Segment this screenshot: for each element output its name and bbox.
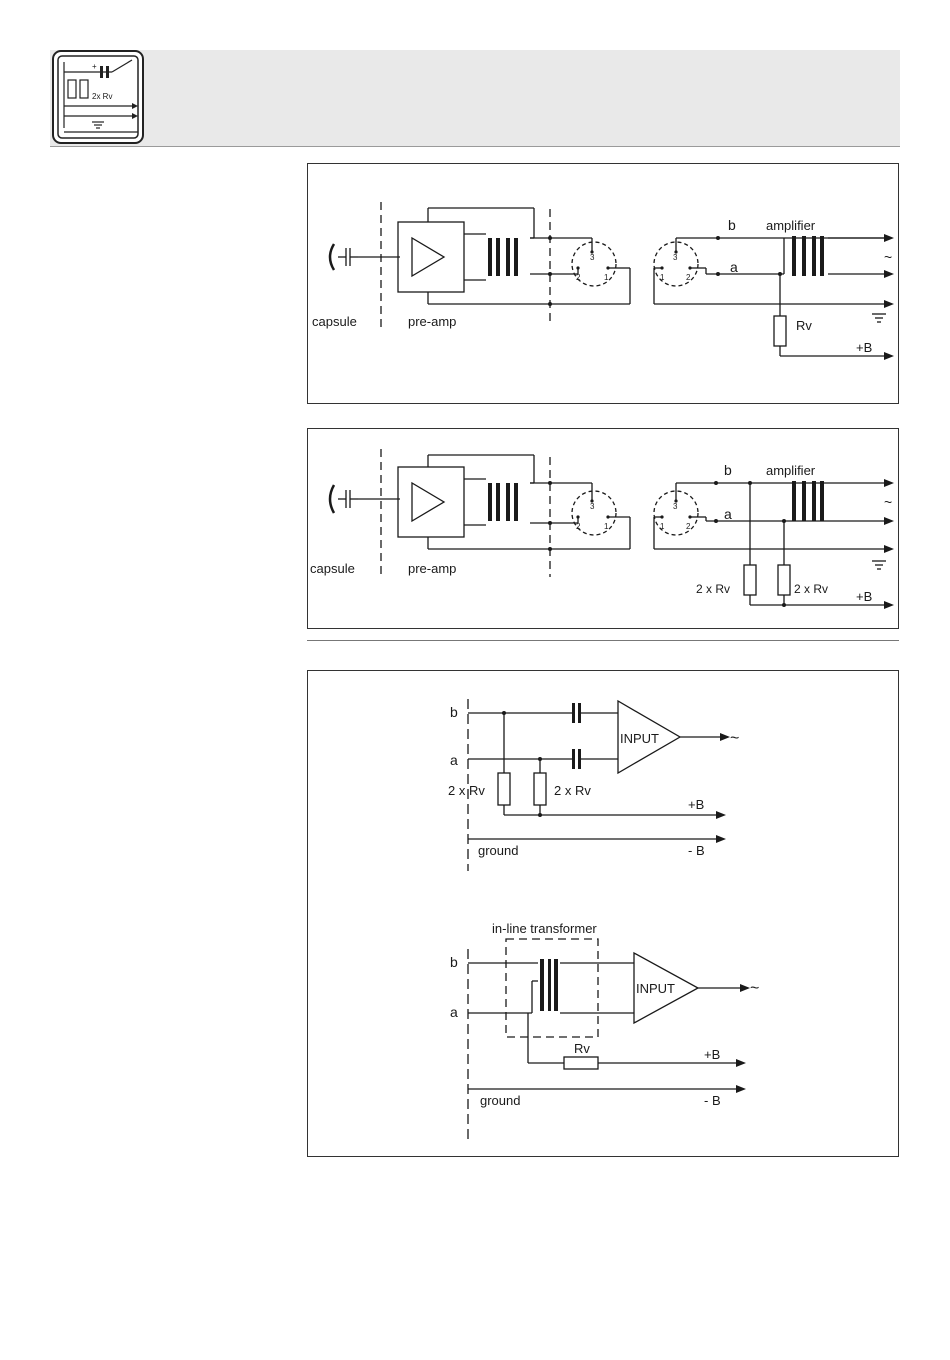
transformer-label: in-line transformer bbox=[492, 921, 597, 936]
line-b-label: b bbox=[450, 704, 458, 720]
pin-label: 2 bbox=[576, 522, 581, 531]
diagram-panel-3: b a INPUT ~ 2 x Rv 2 x Rv +B ground - B … bbox=[307, 670, 899, 1157]
pin-label: 2 bbox=[576, 273, 581, 282]
line-b-label: b bbox=[724, 462, 732, 478]
ground-label: ground bbox=[480, 1093, 520, 1108]
input-circuits-diagram: b a INPUT ~ 2 x Rv 2 x Rv +B ground - B … bbox=[308, 671, 898, 1156]
pin-label: 3 bbox=[590, 253, 595, 262]
input-label: INPUT bbox=[636, 981, 675, 996]
pin-label: 1 bbox=[660, 522, 665, 531]
phantom-circuit-diagram-1: capsule pre-amp amplifier b a Rv +B ~ 3 … bbox=[308, 164, 898, 403]
pin-label: 3 bbox=[590, 502, 595, 511]
pin-label: 2 bbox=[686, 522, 691, 531]
phantom-circuit-diagram-2: capsule pre-amp amplifier b a 2 x Rv 2 x… bbox=[308, 429, 898, 628]
header-bar bbox=[50, 50, 900, 147]
output-tilde-label: ~ bbox=[884, 494, 892, 510]
logo-plus: + bbox=[92, 62, 97, 71]
input-label: INPUT bbox=[620, 731, 659, 746]
line-b-label: b bbox=[450, 954, 458, 970]
preamp-label: pre-amp bbox=[408, 314, 456, 329]
capsule-label: capsule bbox=[310, 561, 355, 576]
rv1-label: 2 x Rv bbox=[696, 582, 730, 596]
line-a-label: a bbox=[730, 259, 738, 275]
plus-b-label: +B bbox=[856, 589, 872, 604]
preamp-label: pre-amp bbox=[408, 561, 456, 576]
logo-label: 2x Rv bbox=[92, 92, 112, 101]
rv2-label: 2 x Rv bbox=[794, 582, 828, 596]
plus-b-label: +B bbox=[704, 1047, 720, 1062]
minus-b-label: - B bbox=[688, 843, 705, 858]
amplifier-label: amplifier bbox=[766, 463, 816, 478]
diagram-panel-1: capsule pre-amp amplifier b a Rv +B ~ 3 … bbox=[307, 163, 899, 404]
pin-label: 1 bbox=[660, 273, 665, 282]
output-tilde-label: ~ bbox=[750, 980, 759, 997]
minus-b-label: - B bbox=[704, 1093, 721, 1108]
plus-b-label: +B bbox=[688, 797, 704, 812]
pin-label: 1 bbox=[604, 273, 609, 282]
rv2-label: 2 x Rv bbox=[554, 783, 591, 798]
line-a-label: a bbox=[724, 506, 732, 522]
rv-label: Rv bbox=[796, 318, 812, 333]
line-a-label: a bbox=[450, 1004, 458, 1020]
line-a-label: a bbox=[450, 752, 458, 768]
output-tilde-label: ~ bbox=[884, 249, 892, 265]
diagram-panel-2: capsule pre-amp amplifier b a 2 x Rv 2 x… bbox=[307, 428, 899, 629]
pin-label: 2 bbox=[686, 273, 691, 282]
section-divider bbox=[307, 640, 899, 641]
pin-label: 3 bbox=[673, 502, 678, 511]
capsule-label: capsule bbox=[312, 314, 357, 329]
rv1-label: 2 x Rv bbox=[448, 783, 485, 798]
rv-label: Rv bbox=[574, 1041, 590, 1056]
amplifier-label: amplifier bbox=[766, 218, 816, 233]
ground-label: ground bbox=[478, 843, 518, 858]
plus-b-label: +B bbox=[856, 340, 872, 355]
pin-label: 3 bbox=[673, 253, 678, 262]
line-b-label: b bbox=[728, 217, 736, 233]
output-tilde-label: ~ bbox=[730, 730, 739, 747]
pin-label: 1 bbox=[604, 522, 609, 531]
circuit-logo-icon: + 2x Rv bbox=[52, 50, 144, 144]
